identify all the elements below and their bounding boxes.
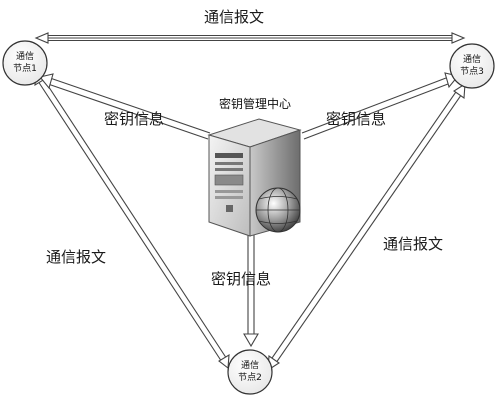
key-info-label-bottom: 密钥信息 <box>211 270 272 288</box>
key-link-center-n1 <box>39 73 211 140</box>
node-1 <box>2 40 48 86</box>
node-3 <box>449 43 495 89</box>
key-link-center-n3 <box>301 72 459 140</box>
node-2 <box>227 349 273 395</box>
globe-icon <box>255 187 301 233</box>
node-2-line2: 节点2 <box>238 373 262 384</box>
node-2-line1: 通信 <box>240 361 259 371</box>
node-2-label: 通信 节点2 <box>233 360 267 384</box>
node-1-label: 通信 节点1 <box>8 51 42 75</box>
node-3-label: 通信 节点3 <box>455 54 489 78</box>
message-label-left: 通信报文 <box>46 248 107 266</box>
node-1-line1: 通信 <box>15 52 34 62</box>
node-3-line1: 通信 <box>462 55 481 65</box>
key-link-center-n2 <box>243 232 259 348</box>
node-3-line2: 节点3 <box>460 67 484 78</box>
link-n1-n3 <box>34 32 466 44</box>
message-label-right: 通信报文 <box>383 235 444 253</box>
key-management-center-label: 密钥管理中心 <box>219 97 292 111</box>
node-1-line2: 节点1 <box>13 64 37 75</box>
key-info-label-left: 密钥信息 <box>104 110 165 128</box>
key-info-label-right: 密钥信息 <box>326 110 387 128</box>
message-label-top: 通信报文 <box>204 8 265 26</box>
